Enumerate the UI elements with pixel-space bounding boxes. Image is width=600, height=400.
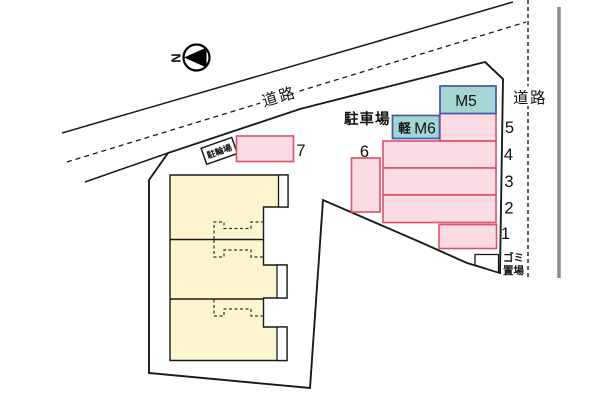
road-label-right: 道路 — [513, 89, 547, 107]
building-entry-strip-2 — [276, 264, 288, 299]
parking-space-label-4: 4 — [504, 146, 513, 164]
garbage-area-label-line1: ゴミ — [503, 251, 524, 264]
bicycle-parking-box: 駐輪場 — [200, 136, 239, 166]
parking-space-5 — [439, 112, 497, 142]
parking-space-label-6: 6 — [360, 143, 369, 161]
parking-space-6 — [350, 157, 381, 213]
building-entry-strip-1 — [277, 174, 289, 208]
moto-space-m6-label: M6 — [414, 121, 436, 138]
parking-space-label-3: 3 — [504, 173, 513, 191]
road-label-top-backing — [256, 79, 301, 110]
garbage-area-label: ゴミ 置場 — [503, 251, 524, 277]
garbage-area-box — [474, 253, 500, 274]
moto-space-m5-label: M5 — [455, 93, 477, 110]
parking-space-label-7: 7 — [296, 142, 305, 160]
parking-space-2 — [382, 194, 497, 224]
building-entry-strip-3 — [276, 326, 288, 362]
north-indicator: N — [169, 43, 211, 72]
parking-area-label: 駐車場 — [344, 110, 391, 128]
road-label-right-backing — [511, 86, 549, 106]
building-porch-dashed-1 — [213, 221, 265, 239]
kei-class-label: 軽 — [398, 121, 411, 136]
building-outline — [169, 174, 289, 362]
building-porch-dashed-2 — [213, 240, 264, 258]
north-arrow-needle — [184, 47, 207, 68]
parking-space-1 — [438, 223, 498, 250]
north-label: N — [169, 53, 184, 62]
moto-space-m5 — [439, 85, 497, 115]
site-boundary — [148, 60, 504, 390]
parking-space-7 — [235, 135, 295, 163]
road-label-top-group: 道路 — [256, 79, 301, 111]
garbage-area-label-line2: 置場 — [503, 264, 524, 277]
road-bottom-edge-line — [84, 152, 169, 183]
parking-space-label-1: 1 — [501, 225, 510, 243]
parking-space-3 — [382, 167, 497, 196]
parking-space-label-5: 5 — [505, 119, 514, 137]
parking-space-label-2: 2 — [504, 200, 513, 218]
road-center-dashed-line — [66, 21, 527, 163]
moto-space-m6 — [391, 114, 441, 140]
building-porch-dashed-3 — [213, 299, 264, 317]
road-top-edge-line — [61, 1, 514, 134]
parking-space-4 — [382, 140, 497, 169]
